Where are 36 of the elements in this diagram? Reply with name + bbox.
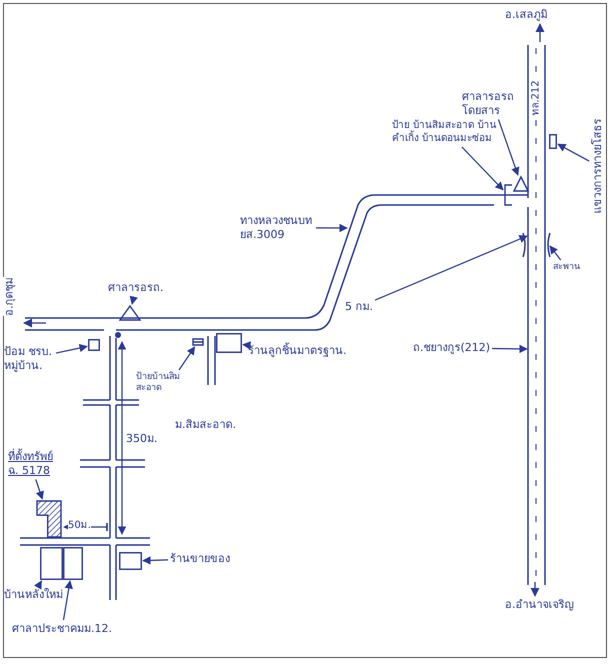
leader-line xyxy=(34,580,42,590)
leader-line xyxy=(56,344,88,354)
map-label: ป้อม ชรบ. หมู่บ้าน. xyxy=(4,345,53,372)
place-label: อ.เสลภูมิ xyxy=(505,8,548,22)
underlined-label: ที่ตั้งทรัพย์ xyxy=(8,450,53,464)
map-label: แขวงการทางยโสธร xyxy=(591,117,605,216)
underlined-label: ฉ. 5178 xyxy=(8,464,51,478)
place-label: อ.กุดชุม xyxy=(2,277,16,316)
map-label: ร้านลูกชิ้นมาตรฐาน. xyxy=(248,344,346,358)
dimension-label: 350ม. xyxy=(126,432,158,446)
leader-line xyxy=(130,296,138,305)
map-label: ร้านขายของ xyxy=(170,552,230,566)
leader-line xyxy=(557,144,590,162)
leader-line xyxy=(492,344,528,354)
leader-line xyxy=(242,341,251,350)
leader-line xyxy=(461,146,504,190)
map-label: ศาลารอรถ. xyxy=(108,281,164,295)
leader-line xyxy=(35,479,44,500)
dimension-label: 50ม. xyxy=(68,520,91,532)
map-label: ทางหลวงชนบท ยส.3009 xyxy=(240,214,313,242)
map-label: ป้าย บ้านสิมสะอาด บ้านคำเกิ้ง บ้านดอนมะซ่อม xyxy=(392,120,498,145)
leader-line xyxy=(142,556,168,565)
map-label: บ้านหลังใหม่ xyxy=(4,588,63,602)
leader-line xyxy=(62,580,73,620)
leader-line xyxy=(498,119,520,176)
map-label: สะพาน xyxy=(553,262,580,274)
map-label: ป้ายบ้านสิมสะอาด xyxy=(136,372,181,394)
map-label: ศาลารอรถ โดยสาร xyxy=(462,90,515,118)
leader-line xyxy=(316,224,348,232)
place-label: อ.อำนาจเจริญ xyxy=(505,598,574,612)
map-label: ถ.ชยางกูร(212) xyxy=(413,341,490,355)
leader-line xyxy=(550,245,562,260)
map-label: ศาลาประชาคมม.12. xyxy=(12,622,112,636)
leader-line xyxy=(178,346,196,370)
leader-line xyxy=(374,235,528,301)
map-label: 5 กม. xyxy=(345,300,373,314)
